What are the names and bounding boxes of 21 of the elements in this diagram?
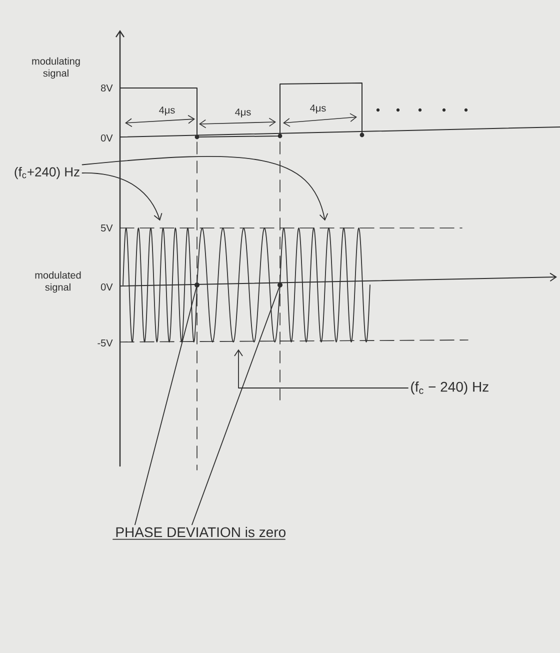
voltage-label: 0V <box>100 283 113 291</box>
leader-line <box>192 287 280 526</box>
leader-line <box>134 287 197 526</box>
wave-burst <box>196 228 280 342</box>
arrow <box>82 156 328 221</box>
voltage-label: -5V <box>98 340 113 346</box>
voltage-label: 5V <box>100 224 113 232</box>
voltage-label: 0V <box>100 134 113 142</box>
signal-label: modulating signal <box>32 57 80 79</box>
duration-label: 4μs <box>310 104 326 114</box>
duration-label: 4μs <box>159 106 175 116</box>
arrow <box>234 349 408 388</box>
duration-label: 4μs <box>235 108 251 118</box>
frequency-label: (f$_{c}$+240) Hz <box>14 166 80 180</box>
signal-label: modulated signal <box>35 271 81 293</box>
voltage-label: 8V <box>101 84 113 92</box>
wave-burst <box>122 228 198 342</box>
annotation-text: PHASE DEVIATION is zero <box>112 526 286 540</box>
frequency-label: (f$_{c}$ − 240) Hz <box>411 381 488 395</box>
arrow <box>82 172 162 221</box>
wave-burst <box>280 228 370 342</box>
